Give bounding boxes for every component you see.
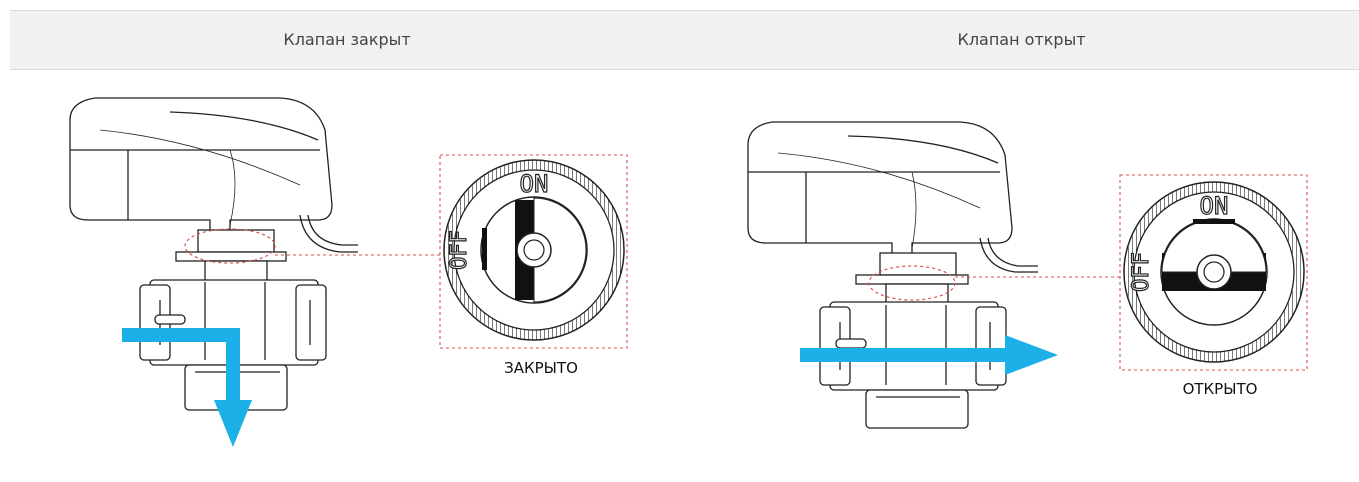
closed-callout-ellipse xyxy=(184,228,276,264)
open-knob-off-label: OFF xyxy=(1129,252,1154,292)
actuator-housing xyxy=(69,97,333,233)
valve-state-table: Клапан закрыт Клапан открыт xyxy=(10,10,1359,482)
open-status-caption: ОТКРЫТО xyxy=(1183,380,1258,398)
open-valve-drawing xyxy=(747,121,1120,429)
table-header-row: Клапан закрыт Клапан открыт xyxy=(10,10,1359,70)
closed-knob xyxy=(443,159,625,341)
open-callout-ellipse xyxy=(868,265,956,301)
closed-status-caption: ЗАКРЫТО xyxy=(504,359,578,377)
closed-flow-arrow xyxy=(122,328,252,447)
open-knob-callout-box xyxy=(1119,174,1308,371)
closed-knob-on-label: ON xyxy=(520,170,549,198)
open-knob xyxy=(1123,181,1305,363)
closed-valve-drawing xyxy=(69,97,440,411)
header-valve-closed: Клапан закрыт xyxy=(283,30,411,49)
open-flow-arrow xyxy=(800,335,1058,375)
closed-knob-off-label: OFF xyxy=(447,230,472,270)
header-valve-open: Клапан открыт xyxy=(957,30,1086,49)
actuator-housing xyxy=(747,121,1013,256)
open-knob-on-label: ON xyxy=(1200,192,1229,220)
closed-knob-callout-box xyxy=(439,154,628,349)
